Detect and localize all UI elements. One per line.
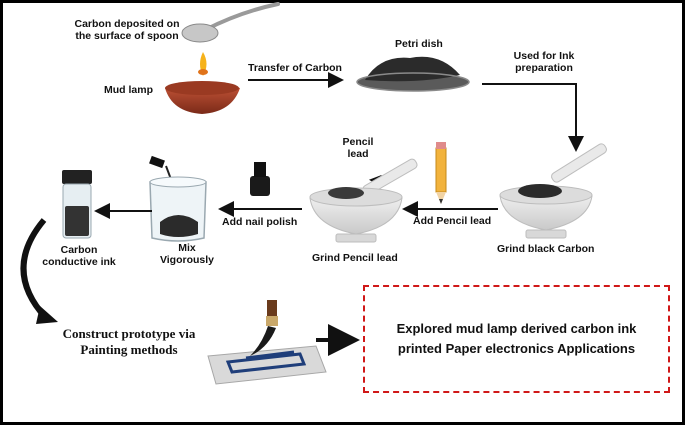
label-carbon-ink: Carbon conductive ink — [42, 244, 116, 268]
nail-polish-image — [250, 162, 270, 196]
beaker-image — [149, 155, 207, 242]
arrow-curved-down — [20, 218, 49, 321]
label-add-nail-polish: Add nail polish — [222, 216, 298, 228]
label-pencil-lead: Pencil lead — [342, 136, 374, 160]
arrow-curved-head — [36, 306, 58, 324]
label-grind-pencil-lead: Grind Pencil lead — [312, 252, 398, 264]
paper-device-image — [207, 300, 327, 385]
mud-lamp-image — [165, 52, 240, 114]
label-mud-lamp: Mud lamp — [104, 84, 153, 96]
pencil-image — [435, 142, 447, 204]
label-used-for-ink: Used for Ink preparation — [513, 50, 575, 74]
label-construct: Construct prototype via Painting methods — [62, 326, 196, 357]
vial-image — [62, 170, 92, 239]
result-text: Explored mud lamp derived carbon ink pri… — [396, 321, 637, 356]
label-petri: Petri dish — [395, 38, 443, 50]
label-grind-black-carbon: Grind black Carbon — [497, 243, 595, 255]
label-transfer: Transfer of Carbon — [248, 62, 342, 74]
petri-dish-image — [356, 56, 470, 92]
label-add-pencil-lead: Add Pencil lead — [413, 215, 492, 227]
label-carbon-spoon: Carbon deposited on the surface of spoon — [74, 18, 180, 42]
result-box: Explored mud lamp derived carbon ink pri… — [363, 285, 670, 393]
label-mix: Mix Vigorously — [159, 242, 215, 266]
mortar-pencil-image — [309, 158, 418, 243]
arrow-to-grind — [482, 83, 584, 152]
spoon-image — [181, 2, 280, 43]
mortar-carbon-image — [499, 143, 607, 239]
